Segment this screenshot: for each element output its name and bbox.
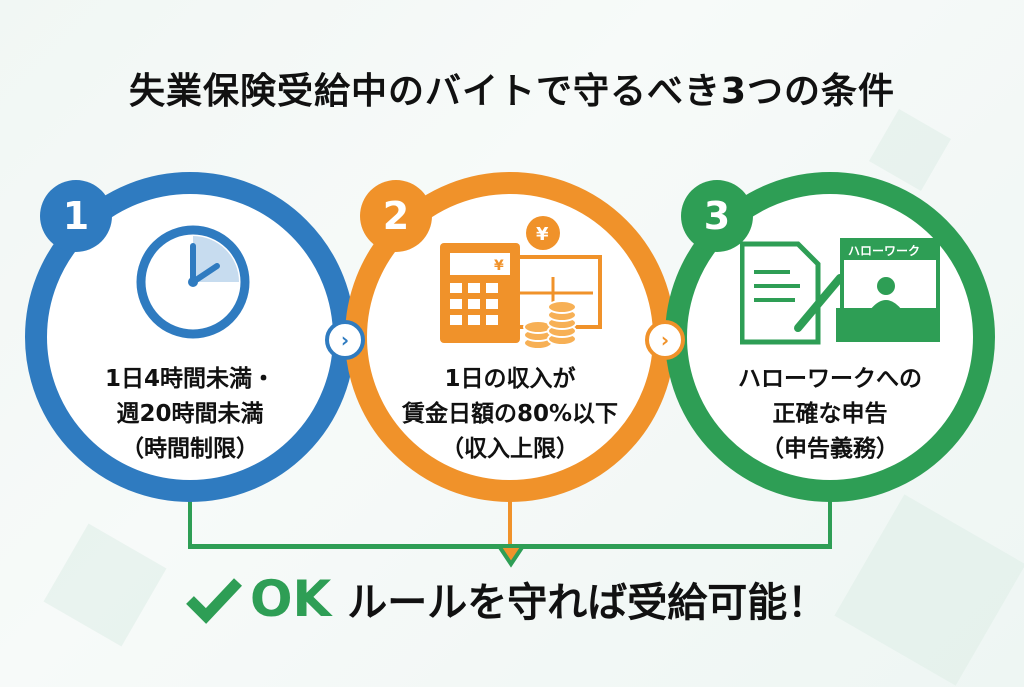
number-badge-2: 2 [360,180,432,252]
condition-line: （申告義務） [761,436,899,462]
page-title: 失業保険受給中のバイトで守るべき3つの条件 [128,71,896,112]
decoration [43,523,167,647]
condition-text-1: 1日4時間未満・ 週20時間未満 （時間制限） [45,362,335,467]
calculator-yen-icon: ¥ ¥ [440,216,602,350]
connector-line [828,500,832,548]
yen-label: ¥ [536,224,549,245]
condition-line: 1日の収入が [444,366,576,392]
chevron-right-icon: › [325,320,365,360]
document-hellowork-icon: ハローワーク [740,238,940,345]
result-banner: OK ルールを守れば受給可能！ [186,570,827,628]
number-badge-3: 3 [681,180,753,252]
chevron-right-icon: › [645,320,685,360]
condition-line: 週20時間未満 [116,401,264,427]
hellowork-label: ハローワーク [848,244,920,258]
yen-label: ¥ [494,258,504,274]
result-text: ルールを守れば受給可能！ [347,580,828,626]
connector-line [508,500,512,548]
connector-line [188,500,192,548]
condition-line: （収入上限） [441,436,579,462]
decoration [834,494,1024,686]
down-arrow-icon [496,544,526,568]
condition-line: 賃金日額の80%以下 [401,401,619,427]
decoration [869,109,951,191]
clock-icon [136,225,250,339]
condition-text-2: 1日の収入が 賃金日額の80%以下 （収入上限） [365,362,655,467]
condition-line: 1日4時間未満・ [104,366,275,392]
checkmark-icon [186,578,242,624]
number-badge-1: 1 [40,180,112,252]
condition-line: ハローワークへの [738,366,922,392]
ok-label: OK [250,570,332,628]
condition-text-3: ハローワークへの 正確な申告 （申告義務） [685,362,975,467]
condition-line: （時間制限） [121,436,259,462]
condition-line: 正確な申告 [772,401,888,427]
